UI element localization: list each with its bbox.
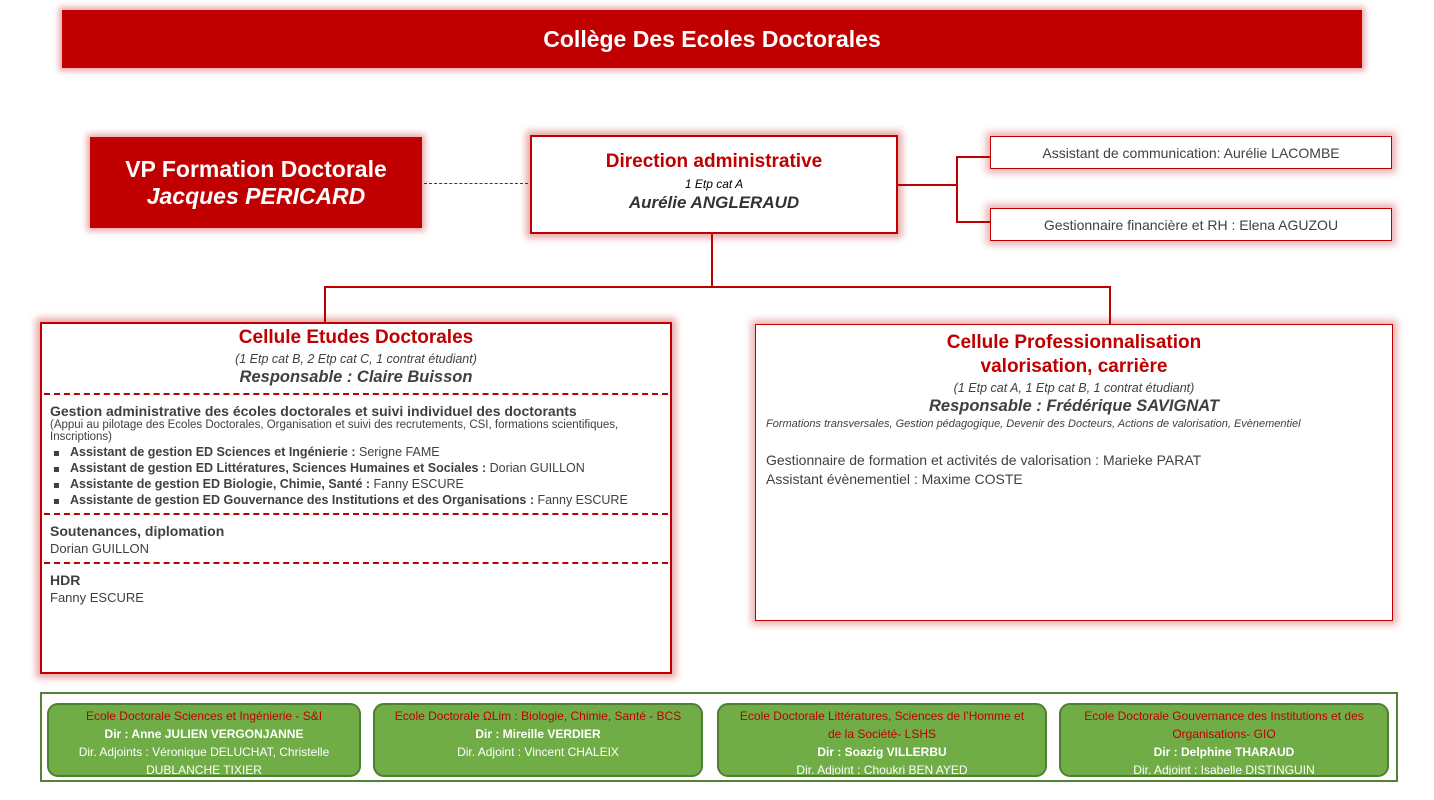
vp-role: VP Formation Doctorale [125, 155, 387, 182]
school-deputy: Dir. Adjoint : Choukri BEN AYED [796, 763, 968, 777]
section-heading: Soutenances, diplomation [50, 523, 225, 539]
school-director: Dir : Delphine THARAUD [1153, 745, 1295, 759]
divider [44, 513, 668, 515]
connector [324, 286, 1111, 288]
ced-staff: (1 Etp cat B, 2 Etp cat C, 1 contrat étu… [235, 352, 477, 366]
cpro-staff-line: Gestionnaire de formation et activités d… [766, 452, 1202, 468]
school-name: Ecole Doctorale Littératures, Sciences d… [739, 709, 1025, 741]
school-deputy: Dir. Adjoints : Véronique DELUCHAT, Chri… [78, 745, 330, 777]
cellule-professionnalisation: Cellule Professionnalisation valorisatio… [755, 324, 1393, 621]
section-heading: HDR [50, 572, 81, 588]
school-deputy: Dir. Adjoint : Isabelle DISTINGUIN [1133, 763, 1315, 777]
direction-box: Direction administrative 1 Etp cat A Aur… [530, 135, 898, 234]
school-name: Ecole Doctorale Sciences et Ingénierie -… [85, 709, 323, 723]
connector [324, 286, 326, 322]
cpro-title-2: valorisation, carrière [980, 356, 1168, 377]
divider [44, 393, 668, 395]
connector [1109, 286, 1111, 324]
vp-name: Jacques PERICARD [146, 182, 366, 209]
connector [956, 156, 990, 158]
direction-name: Aurélie ANGLERAUD [628, 193, 800, 212]
school-name: Ecole Doctorale Gouvernance des Institut… [1084, 709, 1364, 741]
cpro-staff: (1 Etp cat A, 1 Etp cat B, 1 contrat étu… [953, 381, 1195, 395]
divider [44, 562, 668, 564]
section-heading: Gestion administrative des écoles doctor… [50, 403, 577, 419]
school-card: Ecole Doctorale Sciences et Ingénierie -… [47, 703, 361, 777]
dashed-connector [424, 183, 528, 184]
list-item: Assistant de gestion ED Sciences et Ingé… [50, 445, 662, 459]
school-card: Ecole Doctorale Littératures, Sciences d… [717, 703, 1047, 777]
ced-responsible: Responsable : Claire Buisson [239, 368, 473, 386]
page-title: Collège Des Ecoles Doctorales [62, 10, 1362, 68]
direction-title: Direction administrative [605, 151, 823, 172]
section-person: Fanny ESCURE [50, 590, 144, 605]
section-note: (Appui au pilotage des Ecoles Doctorales… [50, 419, 619, 443]
school-deputy: Dir. Adjoint : Vincent CHALEIX [457, 745, 619, 759]
school-card: Ecole Doctorale ΩLim : Biologie, Chimie,… [373, 703, 703, 777]
school-director: Dir : Anne JULIEN VERGONJANNE [104, 727, 304, 741]
list-item: Assistant de gestion ED Littératures, Sc… [50, 461, 662, 475]
school-card: Ecole Doctorale Gouvernance des Institut… [1059, 703, 1389, 777]
cpro-responsible: Responsable : Frédérique SAVIGNAT [928, 397, 1220, 415]
connector [898, 184, 957, 186]
cpro-missions: Formations transversales, Gestion pédago… [766, 418, 1301, 430]
communication-assistant-box: Assistant de communication: Aurélie LACO… [990, 136, 1392, 169]
list-item: Assistante de gestion ED Biologie, Chimi… [50, 477, 662, 491]
school-name: Ecole Doctorale ΩLim : Biologie, Chimie,… [394, 709, 682, 723]
vp-box: VP Formation Doctorale Jacques PERICARD [90, 137, 422, 228]
section-person: Dorian GUILLON [50, 541, 149, 556]
cpro-staff-line: Assistant évènementiel : Maxime COSTE [766, 471, 1023, 487]
doctoral-schools-frame [40, 692, 1398, 782]
cpro-title: Cellule Professionnalisation [946, 332, 1202, 353]
cellule-etudes-doctorales: Cellule Etudes Doctorales (1 Etp cat B, … [40, 322, 672, 674]
connector [956, 221, 990, 223]
school-director: Dir : Mireille VERDIER [475, 727, 601, 741]
ced-title: Cellule Etudes Doctorales [238, 327, 474, 348]
direction-staff: 1 Etp cat A [684, 177, 744, 191]
list-item: Assistante de gestion ED Gouvernance des… [50, 493, 662, 507]
connector [711, 234, 713, 287]
school-director: Dir : Soazig VILLERBU [817, 745, 947, 759]
connector [956, 156, 958, 223]
finance-hr-box: Gestionnaire financière et RH : Elena AG… [990, 208, 1392, 241]
